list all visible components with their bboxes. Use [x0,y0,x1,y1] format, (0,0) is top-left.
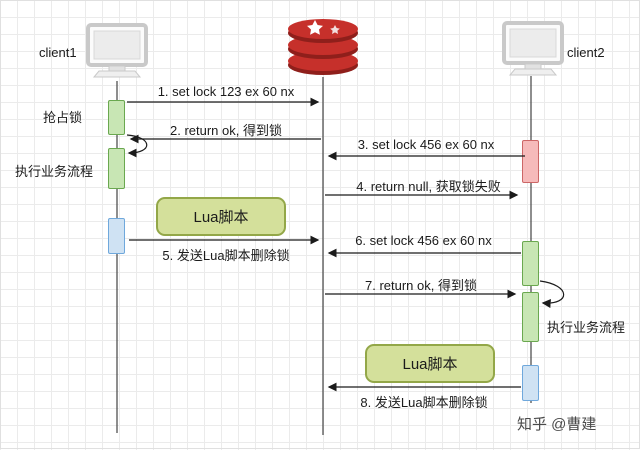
activation-client2-delete-lock [522,365,539,401]
activation-client1-delete-lock [108,218,125,254]
message-3-label: 3. set lock 456 ex 60 nx [357,137,495,152]
lua-script-node-left: Lua脚本 [156,197,286,236]
annotation-grab-lock: 抢占锁 [43,110,83,125]
annotation-exec-flow-left: 执行业务流程 [15,164,94,179]
message-8-label: 8. 发送Lua脚本删除锁 [360,395,488,410]
self-loop-client2-exec [539,280,565,309]
activation-client1-exec-flow [108,148,125,189]
activation-client2-grab-lock [522,241,539,286]
message-2-label: 2. return ok, 得到锁 [170,123,282,138]
activation-client2-exec-flow [522,292,539,342]
message-7-label: 7. return ok, 得到锁 [365,278,477,293]
annotation-exec-flow-right: 执行业务流程 [547,320,626,335]
computer-icon [86,23,148,78]
redis-small-star-icon [330,25,340,34]
activation-client1-grab-lock [108,100,125,135]
client1-label: client1 [39,45,77,60]
lua-script-node-right: Lua脚本 [365,344,495,383]
redis-star-icon [307,20,323,35]
computer-icon [502,21,564,76]
redis-logo-icon [288,19,358,75]
message-1-label: 1. set lock 123 ex 60 nx [157,84,295,99]
message-4-label: 4. return null, 获取锁失败 [356,179,501,194]
message-6-label: 6. set lock 456 ex 60 nx [355,233,492,248]
message-5-label: 5. 发送Lua脚本删除锁 [162,248,290,263]
client2-label: client2 [567,45,605,60]
watermark: 知乎 @曹建 [517,416,597,433]
